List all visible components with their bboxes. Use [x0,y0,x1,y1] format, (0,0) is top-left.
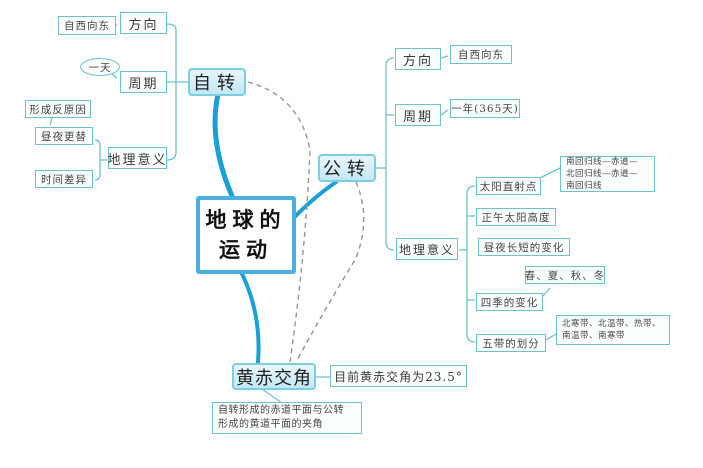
obliquity-value-text: 目前黄赤交角为23.5° [334,369,463,384]
day-length-node: 昼夜长短的变化 [478,238,570,256]
subsolar-point-node: 太阳直射点 [476,177,541,195]
rotation-direction-node: 方向 [120,12,167,34]
rotation-timediff-node: 时间差异 [35,170,93,188]
center-title-line2: 运动 [219,237,273,262]
definition-line1: 自转形成的赤道平面与公转 [218,405,344,416]
center-topic: 地球的 运动 [196,196,296,274]
rotation-daynight-note: 形成反原因 [25,100,91,118]
rotation-period-node: 周期 [120,71,167,93]
zones-node: 五带的划分 [476,334,546,352]
rotation-significance-node: 地理意义 [108,147,167,169]
revolution-period-text: 一年(365天) [451,103,519,115]
noon-sun-height-text: 正午太阳高度 [481,211,551,224]
obliquity-label: 黄赤交角 [236,367,312,389]
zones-note: 北寒带、北温带、热带、 南温带、南寒带 [556,315,670,345]
rotation-period-label: 周期 [128,76,159,92]
revolution-direction-value: 自西向东 [450,45,512,64]
revolution-significance-node: 地理意义 [396,238,458,260]
rotation-daynight-node: 昼夜更替 [35,127,93,145]
zones-text: 五带的划分 [482,337,540,350]
subsolar-line3: 南回归线 [566,181,603,191]
seasons-node: 四季的变化 [476,293,543,311]
rotation-direction-text: 自西向东 [64,20,110,32]
seasons-note-text: 春、夏、秋、冬 [524,269,606,282]
subsolar-point-note: 南回归线—赤道— 北回归线—赤道— 南回归线 [560,156,655,192]
revolution-significance-label: 地理意义 [398,242,455,257]
rotation-direction-value: 自西向东 [58,16,116,35]
subsolar-line1: 南回归线—赤道— [566,157,639,167]
definition-line2: 形成的黄道平面的夹角 [218,419,323,430]
seasons-note: 春、夏、秋、冬 [525,266,605,284]
rotation-label: 自转 [193,73,241,94]
revolution-direction-label: 方向 [402,53,433,69]
center-title-line1: 地球的 [205,207,287,232]
obliquity-node: 黄赤交角 [232,363,316,390]
revolution-direction-text: 自西向东 [458,49,504,61]
subsolar-line2: 北回归线—赤道— [566,169,639,179]
obliquity-value: 目前黄赤交角为23.5° [330,365,467,387]
timediff-text: 时间差异 [41,173,87,186]
zones-line1: 北寒带、北温带、热带、 [562,319,662,329]
zones-line2: 南温带、南寒带 [562,331,626,341]
rotation-direction-label: 方向 [128,17,159,33]
subsolar-point-text: 太阳直射点 [479,180,538,193]
revolution-node: 公转 [318,154,376,182]
noon-sun-height-node: 正午太阳高度 [476,208,556,226]
revolution-label: 公转 [323,159,371,180]
revolution-period-value: 一年(365天) [450,99,520,118]
revolution-period-label: 周期 [402,109,433,125]
seasons-text: 四季的变化 [480,296,539,309]
daynight-cause-text: 形成反原因 [29,103,87,116]
rotation-node: 自转 [188,68,246,96]
revolution-direction-node: 方向 [395,48,441,70]
revolution-period-node: 周期 [395,104,441,126]
rotation-period-text: 一天 [88,61,112,74]
rotation-period-value: 一天 [80,58,120,76]
obliquity-definition: 自转形成的赤道平面与公转 形成的黄道平面的夹角 [212,402,362,434]
rotation-significance-label: 地理意义 [107,152,168,168]
day-length-text: 昼夜长短的变化 [483,241,565,254]
daynight-text: 昼夜更替 [41,130,87,143]
